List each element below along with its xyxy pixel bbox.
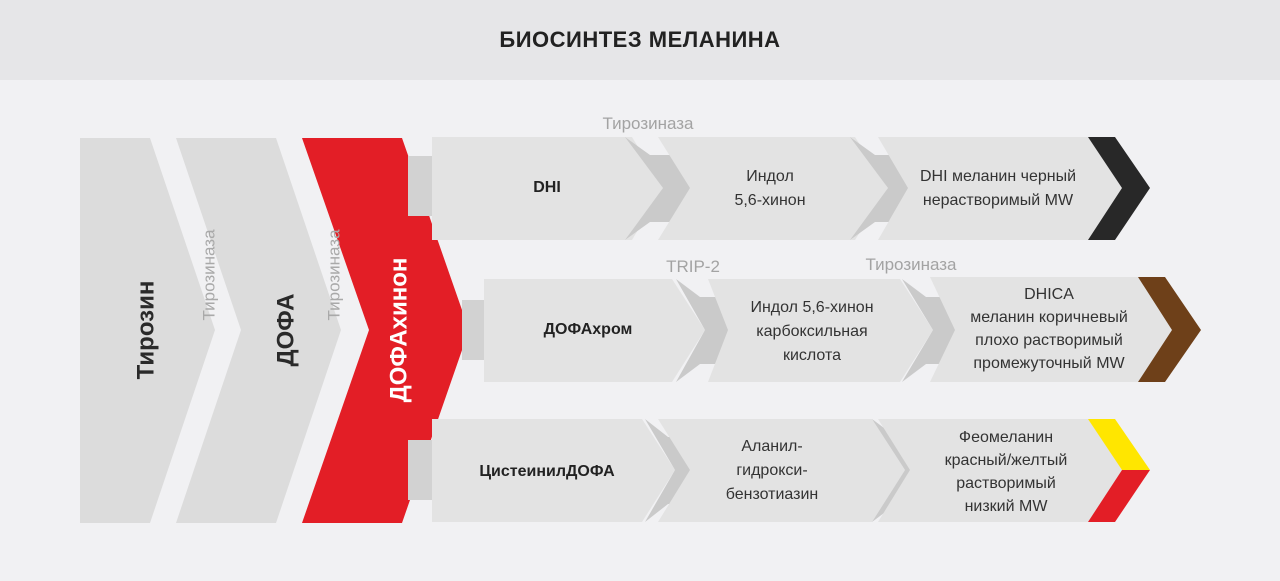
row1-node3-line1: DHI меланин черный	[920, 168, 1076, 185]
row3-node2-line1: Аланил-	[741, 438, 802, 455]
row2-fold2	[902, 279, 955, 382]
row1-arrow1	[432, 137, 663, 240]
enzyme2-label: Тирозиназа	[324, 229, 343, 321]
row3-arrow3	[878, 419, 1123, 522]
row3-node3-line3: растворимый	[956, 475, 1056, 492]
row2-node3-line2: меланин коричневый	[970, 309, 1128, 326]
tyrosine-label: Тирозин	[132, 281, 159, 380]
black-melanin-tip	[1088, 137, 1150, 240]
row1-node3-line2: нерастворимый MW	[923, 192, 1074, 209]
row3-node1-label: ЦистеинилДОФА	[479, 463, 615, 480]
page-title: БИОСИНТЕЗ МЕЛАНИНА	[499, 27, 781, 52]
enzyme1-label: Тирозиназа	[199, 229, 218, 321]
row3-arrow2	[658, 419, 905, 522]
row1-arrow2	[658, 137, 888, 240]
red-pheo-tip	[1088, 470, 1150, 522]
row2-arrow2	[708, 279, 933, 382]
row1-node2-line1: Индол	[746, 168, 794, 185]
row3-node2-line3: бензотиазин	[726, 486, 819, 503]
row1-node1-label: DHI	[533, 179, 561, 196]
row3-node3-line1: Феомеланин	[959, 429, 1053, 446]
dopaquinone-chevron	[302, 138, 469, 523]
row2-node3-line4: промежуточный MW	[973, 355, 1125, 372]
row1-node2-line2: 5,6-хинон	[734, 192, 805, 209]
row2-node2-line2: карбоксильная	[756, 323, 867, 340]
row2-node2-line1: Индол 5,6-хинон	[750, 299, 873, 316]
brown-melanin-tip	[1138, 277, 1201, 382]
row2-arrow3	[930, 277, 1173, 382]
row1-arrow3	[878, 137, 1123, 240]
row2-node1-label: ДОФАхром	[544, 321, 633, 338]
row3-node2-line2: гидрокси-	[736, 462, 807, 479]
row2-node3-line3: плохо растворимый	[975, 332, 1123, 349]
row3-node3-line4: низкий MW	[965, 498, 1049, 515]
yellow-pheo-tip	[1088, 419, 1150, 470]
tyrosine-chevron	[80, 138, 215, 523]
row1-enzyme-label: Тирозиназа	[602, 114, 694, 133]
row2-node3-line1: DHICA	[1024, 286, 1074, 303]
header-bar: БИОСИНТЕЗ МЕЛАНИНА	[0, 0, 1280, 80]
row2-arrow1	[484, 279, 705, 382]
dopa-chevron	[176, 138, 341, 523]
row3-node3-line2: красный/желтый	[945, 452, 1068, 469]
row2-enzyme-label2: Тирозиназа	[865, 255, 957, 274]
row2-enzyme-label1: TRIP-2	[666, 257, 720, 276]
dopaquinone-label: ДОФАхинон	[385, 258, 412, 403]
row2-node2-line3: кислота	[783, 347, 841, 364]
dopa-label: ДОФА	[272, 294, 299, 367]
row1-fold1	[625, 137, 690, 240]
row3-arrow1	[432, 419, 675, 522]
row2-fold1	[676, 279, 728, 382]
